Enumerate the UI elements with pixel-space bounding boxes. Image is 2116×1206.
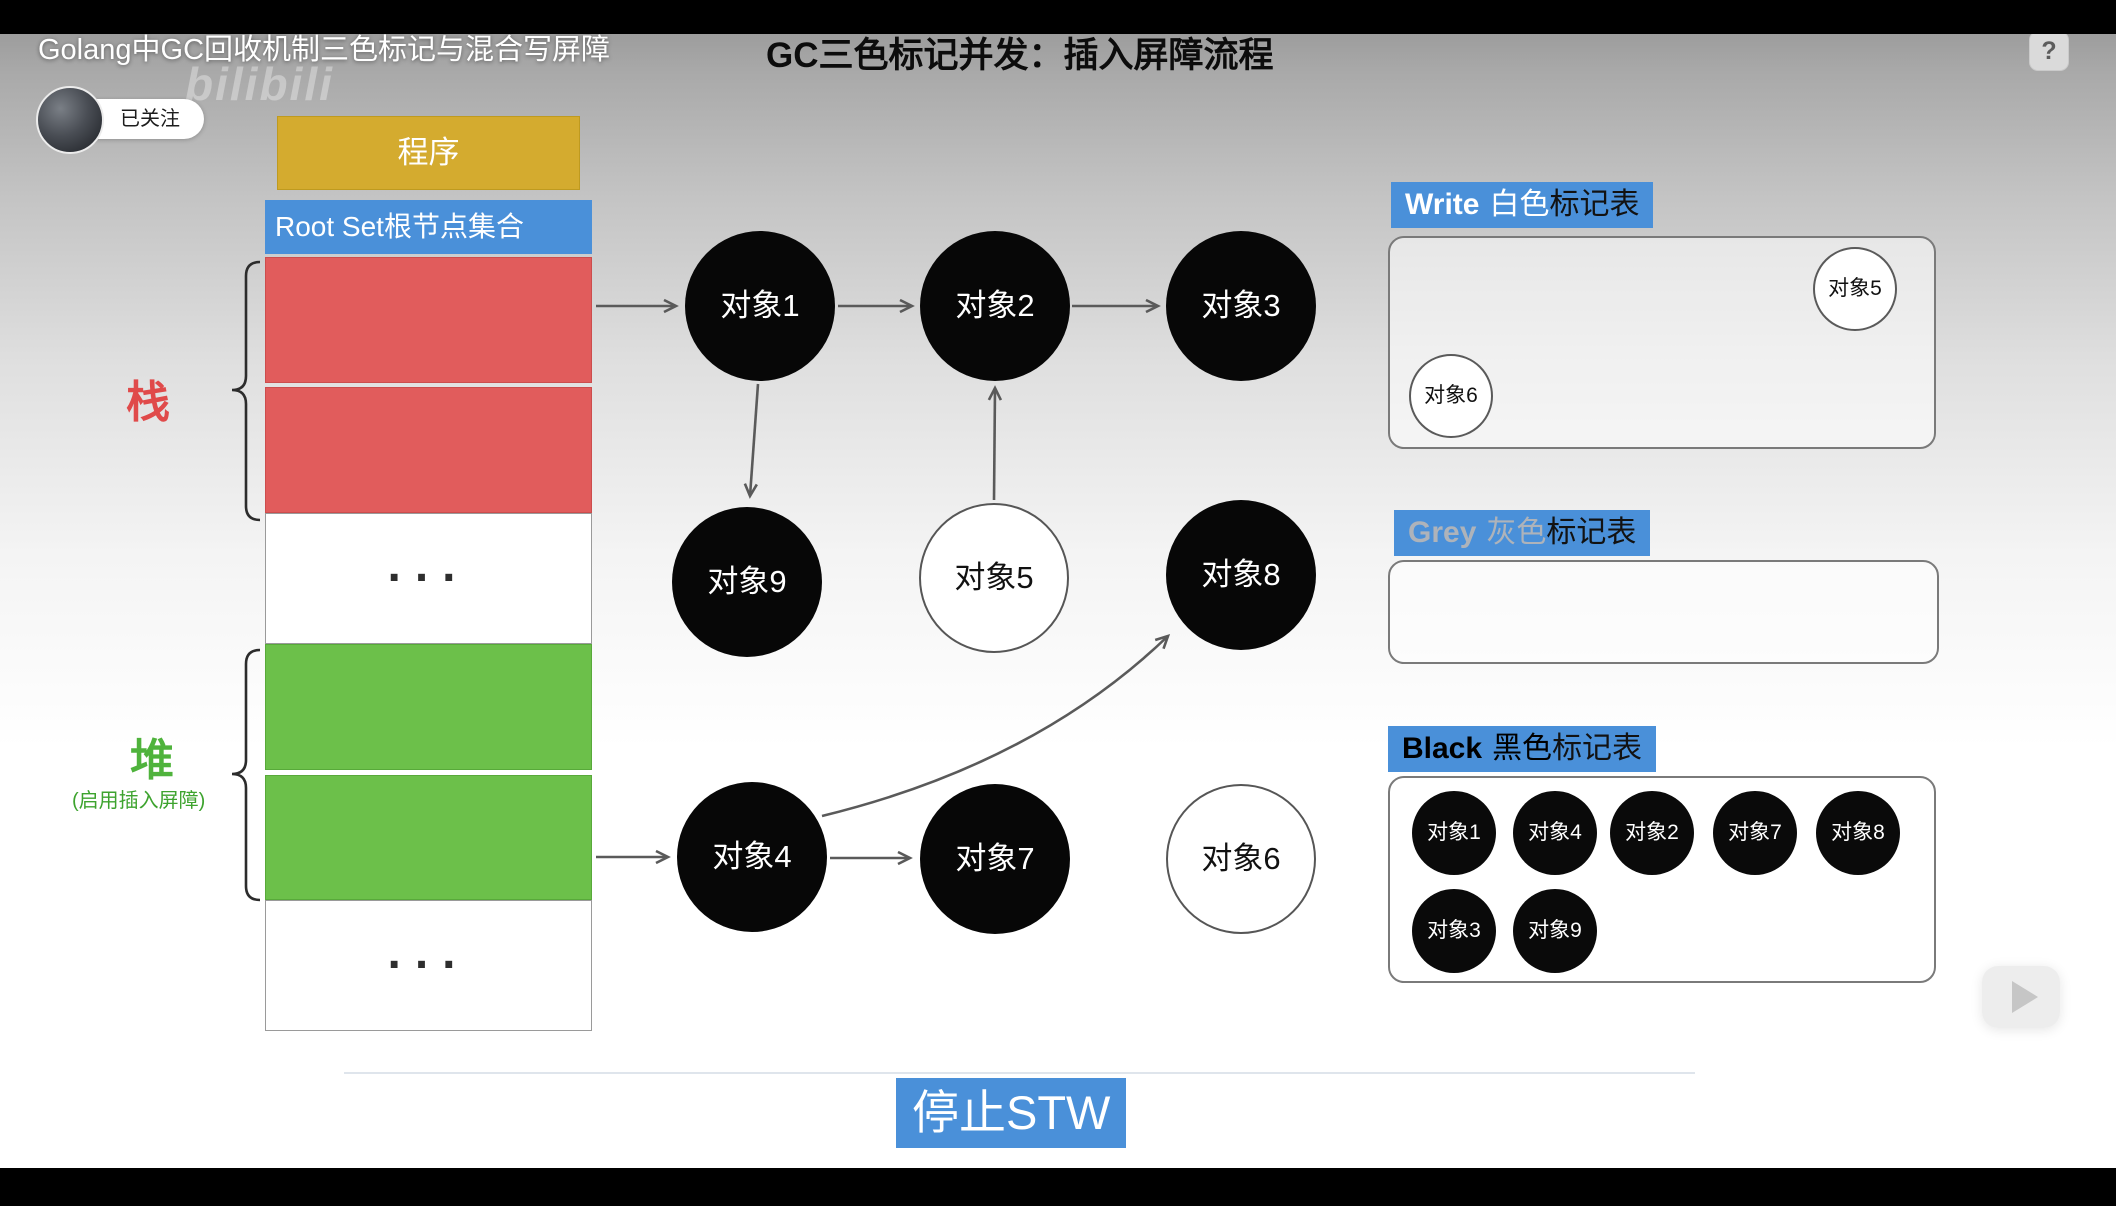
stack-ellipsis-box: ... [265,513,592,644]
help-icon-glyph: ? [2041,36,2057,65]
black-table-item-obj7: 对象7 [1713,791,1797,875]
mini-label: 对象7 [1728,820,1782,844]
grey-table-suffix: 标记表 [1546,515,1637,549]
graph-node-obj8: 对象8 [1166,500,1316,650]
mini-label: 对象2 [1625,820,1679,844]
ellipsis: ... [387,925,470,979]
node-label: 对象2 [955,288,1035,324]
play-icon[interactable] [1982,966,2060,1028]
black-table-suffix: 标记表 [1552,731,1643,765]
grey-table-box [1388,560,1939,664]
black-table-title: Black 黑色标记表 [1388,726,1657,772]
video-title: Golang中GC回收机制三色标记与混合写屏障 [38,34,611,66]
root-set-label: Root Set根节点集合 [275,210,524,242]
white-table-color: 白色 [1489,187,1550,221]
ellipsis: ... [387,538,470,592]
black-table-item-obj8: 对象8 [1816,791,1900,875]
mini-label: 对象9 [1528,918,1582,942]
node-label: 对象8 [1201,557,1281,593]
bilibili-watermark: bilibili [185,58,334,110]
player-top-bar [0,0,2116,34]
heap-segment-green-1 [265,644,592,770]
program-box: 程序 [277,116,580,190]
stack-segment-red-2 [265,387,592,513]
grey-table-word: Grey [1408,515,1477,549]
node-label: 对象6 [1201,841,1281,877]
graph-node-obj4: 对象4 [677,782,827,932]
node-label: 对象5 [954,560,1034,596]
black-table-item-obj2: 对象2 [1610,791,1694,875]
stw-banner: 停止STW [896,1078,1127,1148]
stack-label: 栈 [126,378,170,427]
graph-node-obj5: 对象5 [919,503,1069,653]
heap-brace [231,648,261,902]
mini-label: 对象4 [1528,820,1582,844]
node-label: 对象1 [720,288,800,324]
black-table-item-obj4: 对象4 [1513,791,1597,875]
program-label: 程序 [397,135,460,171]
mini-label: 对象8 [1831,820,1885,844]
mini-label: 对象3 [1427,918,1481,942]
arrow-obj1-to-obj9 [743,383,760,499]
heap-label: 堆 [130,736,174,785]
graph-node-obj6: 对象6 [1166,784,1316,934]
help-icon[interactable]: ? [2029,31,2069,71]
play-triangle-icon [2012,981,2038,1013]
slide-divider-line [344,1072,1695,1074]
node-label: 对象4 [712,839,792,875]
root-set-box: Root Set根节点集合 [265,200,592,254]
stack-brace [231,260,261,522]
white-table-item-obj6: 对象6 [1409,354,1493,438]
mini-label: 对象5 [1828,276,1882,300]
white-table-title: Write 白色标记表 [1391,182,1654,228]
slide-heading: GC三色标记并发：插入屏障流程 [766,36,1274,75]
mini-label: 对象6 [1424,383,1478,407]
stack-segment-red-1 [265,257,592,383]
grey-table-title: Grey 灰色标记表 [1394,510,1651,556]
black-table-item-obj1: 对象1 [1412,791,1496,875]
player-bottom-bar [0,1168,2116,1206]
black-table-item-obj9: 对象9 [1513,889,1597,973]
black-table-color: 黑色 [1492,731,1553,765]
node-label: 对象3 [1201,288,1281,324]
grey-table-color: 灰色 [1486,515,1547,549]
stw-label: 停止STW [912,1085,1111,1139]
node-label: 对象9 [707,564,787,600]
white-table-item-obj5: 对象5 [1813,247,1897,331]
graph-node-obj2: 对象2 [920,231,1070,381]
black-table-item-obj3: 对象3 [1412,889,1496,973]
graph-node-obj3: 对象3 [1166,231,1316,381]
mini-label: 对象1 [1427,820,1481,844]
graph-node-obj1: 对象1 [685,231,835,381]
uploader-avatar[interactable] [36,86,104,154]
black-table-word: Black [1402,731,1483,765]
graph-node-obj9: 对象9 [672,507,822,657]
heap-ellipsis-box: ... [265,900,592,1031]
graph-node-obj7: 对象7 [920,784,1070,934]
heap-sublabel: (启用插入屏障) [72,790,206,812]
arrow-obj5-to-obj2 [987,385,1003,501]
follow-badge-label: 已关注 [120,107,180,130]
white-table-suffix: 标记表 [1549,187,1640,221]
white-table-word: Write [1405,187,1480,221]
heap-segment-green-2 [265,775,592,900]
node-label: 对象7 [955,841,1035,877]
